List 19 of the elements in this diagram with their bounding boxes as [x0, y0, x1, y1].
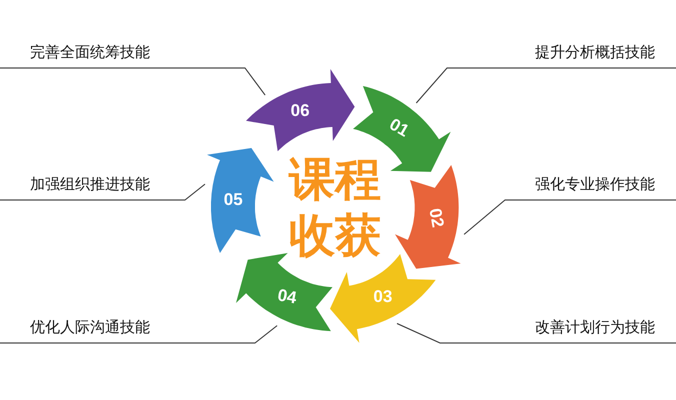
- step-number: 05: [224, 190, 243, 210]
- leader-line: [0, 184, 206, 200]
- skill-label: 完善全面统筹技能: [30, 43, 150, 63]
- step-number: 01: [386, 114, 412, 142]
- leader-line: [0, 68, 266, 96]
- step-number: 02: [424, 206, 448, 229]
- center-title: 课程收获: [287, 151, 383, 263]
- step-number: 03: [373, 287, 392, 308]
- step-number: 06: [290, 101, 310, 122]
- leader-line: [396, 323, 676, 344]
- skill-label: 改善计划行为技能: [535, 318, 655, 338]
- skill-label: 加强组织推进技能: [30, 175, 150, 195]
- leader-line: [464, 200, 676, 235]
- step-number: 04: [276, 286, 298, 309]
- skill-label: 优化人际沟通技能: [30, 318, 150, 338]
- leader-line: [416, 68, 676, 104]
- skill-label: 提升分析概括技能: [535, 43, 655, 63]
- skill-label: 强化专业操作技能: [535, 175, 655, 195]
- leader-line: [0, 325, 278, 344]
